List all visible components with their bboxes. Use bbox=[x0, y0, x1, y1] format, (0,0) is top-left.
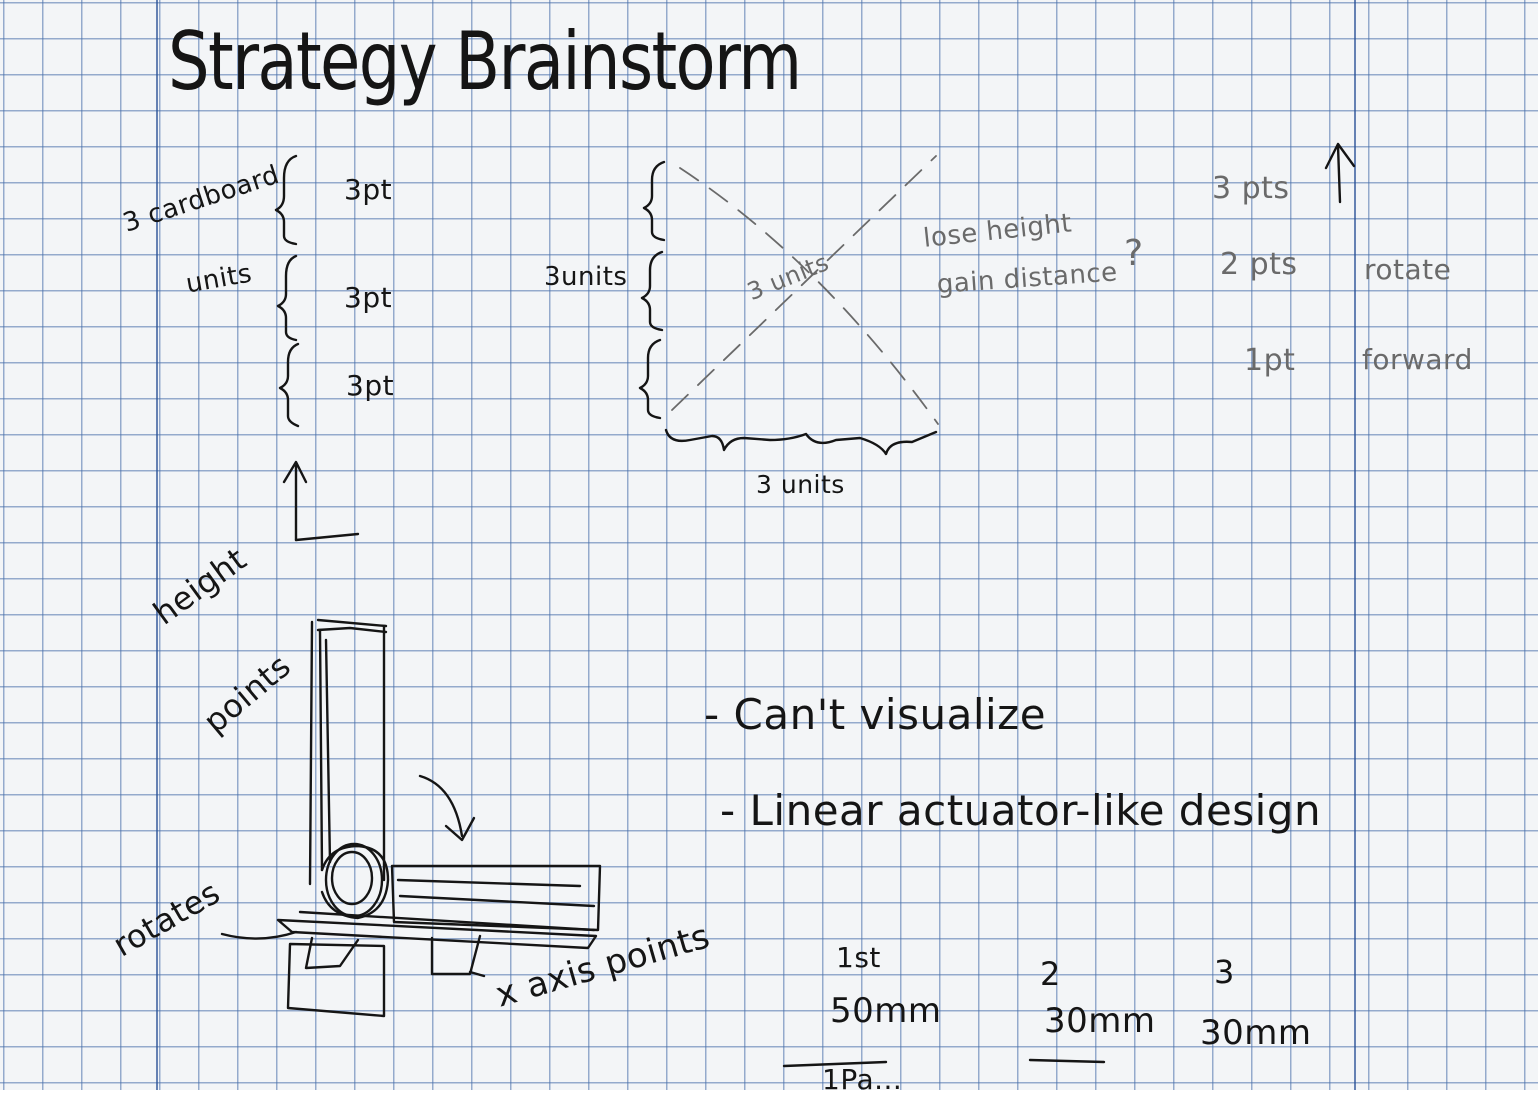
x-axis-pointer bbox=[468, 970, 486, 978]
right-row3-action: forward bbox=[1362, 343, 1473, 376]
stack-brace-3 bbox=[278, 342, 300, 428]
right-up-arrow-icon bbox=[1324, 142, 1356, 204]
rotates-pointer bbox=[220, 930, 298, 940]
base-inner bbox=[304, 936, 360, 970]
measure-col3-label: 3 bbox=[1214, 953, 1235, 991]
up-arrow-icon bbox=[282, 460, 308, 542]
middle-vertical-label: 3units bbox=[544, 262, 628, 292]
stack-row3-points: 3pt bbox=[346, 369, 395, 402]
stack-brace-2 bbox=[276, 254, 298, 342]
measure-col2-label: 2 bbox=[1040, 955, 1061, 993]
shaft-inner-left bbox=[318, 628, 332, 872]
base-box bbox=[286, 942, 386, 1018]
stack-row2-points: 3pt bbox=[344, 281, 393, 314]
note-item-2: - Linear actuator-like design bbox=[720, 786, 1322, 835]
measure-col1-label: 1st bbox=[836, 941, 881, 974]
shaft-left bbox=[308, 620, 314, 886]
measure-cut-text: 1Pa... bbox=[822, 1063, 903, 1096]
right-row2-action: rotate bbox=[1364, 253, 1452, 286]
shaft-top bbox=[316, 618, 388, 628]
diagonal-dashed-line bbox=[671, 155, 937, 411]
right-row2-points: 2 pts bbox=[1220, 247, 1298, 282]
measure-col2-value: 30mm bbox=[1044, 1001, 1156, 1041]
underline-col1 bbox=[782, 1060, 888, 1068]
slider-inner bbox=[396, 878, 596, 908]
corner-line bbox=[294, 532, 360, 542]
right-row3-points: 1pt bbox=[1244, 343, 1296, 378]
middle-brace-1 bbox=[642, 160, 666, 242]
right-row1-points: 3 pts bbox=[1212, 171, 1290, 206]
platform-top bbox=[276, 918, 598, 950]
right-margin-line bbox=[1354, 0, 1356, 1090]
gear-wheel-inner bbox=[330, 850, 374, 906]
middle-brace-3 bbox=[638, 338, 662, 420]
gear-wheel bbox=[324, 842, 384, 918]
arc-dashed-line bbox=[679, 167, 939, 425]
small-block bbox=[430, 934, 482, 976]
slider-box bbox=[390, 864, 602, 932]
stack-brace-1 bbox=[274, 154, 298, 246]
middle-note-question: ? bbox=[1124, 233, 1144, 274]
left-margin-line bbox=[156, 0, 158, 1090]
down-arrow-icon bbox=[418, 774, 476, 842]
underline-col2 bbox=[1028, 1058, 1106, 1064]
measure-col1-value: 50mm bbox=[830, 991, 942, 1031]
stack-row1-points: 3pt bbox=[344, 173, 393, 206]
note-item-1: - Can't visualize bbox=[704, 690, 1047, 739]
page-title: Strategy Brainstorm bbox=[168, 15, 802, 108]
middle-brace-2 bbox=[640, 250, 664, 332]
shaft-cap bbox=[316, 626, 388, 634]
bottom-brace bbox=[664, 428, 938, 456]
measure-col3-value: 30mm bbox=[1200, 1013, 1312, 1053]
middle-bottom-label: 3 units bbox=[756, 470, 845, 499]
